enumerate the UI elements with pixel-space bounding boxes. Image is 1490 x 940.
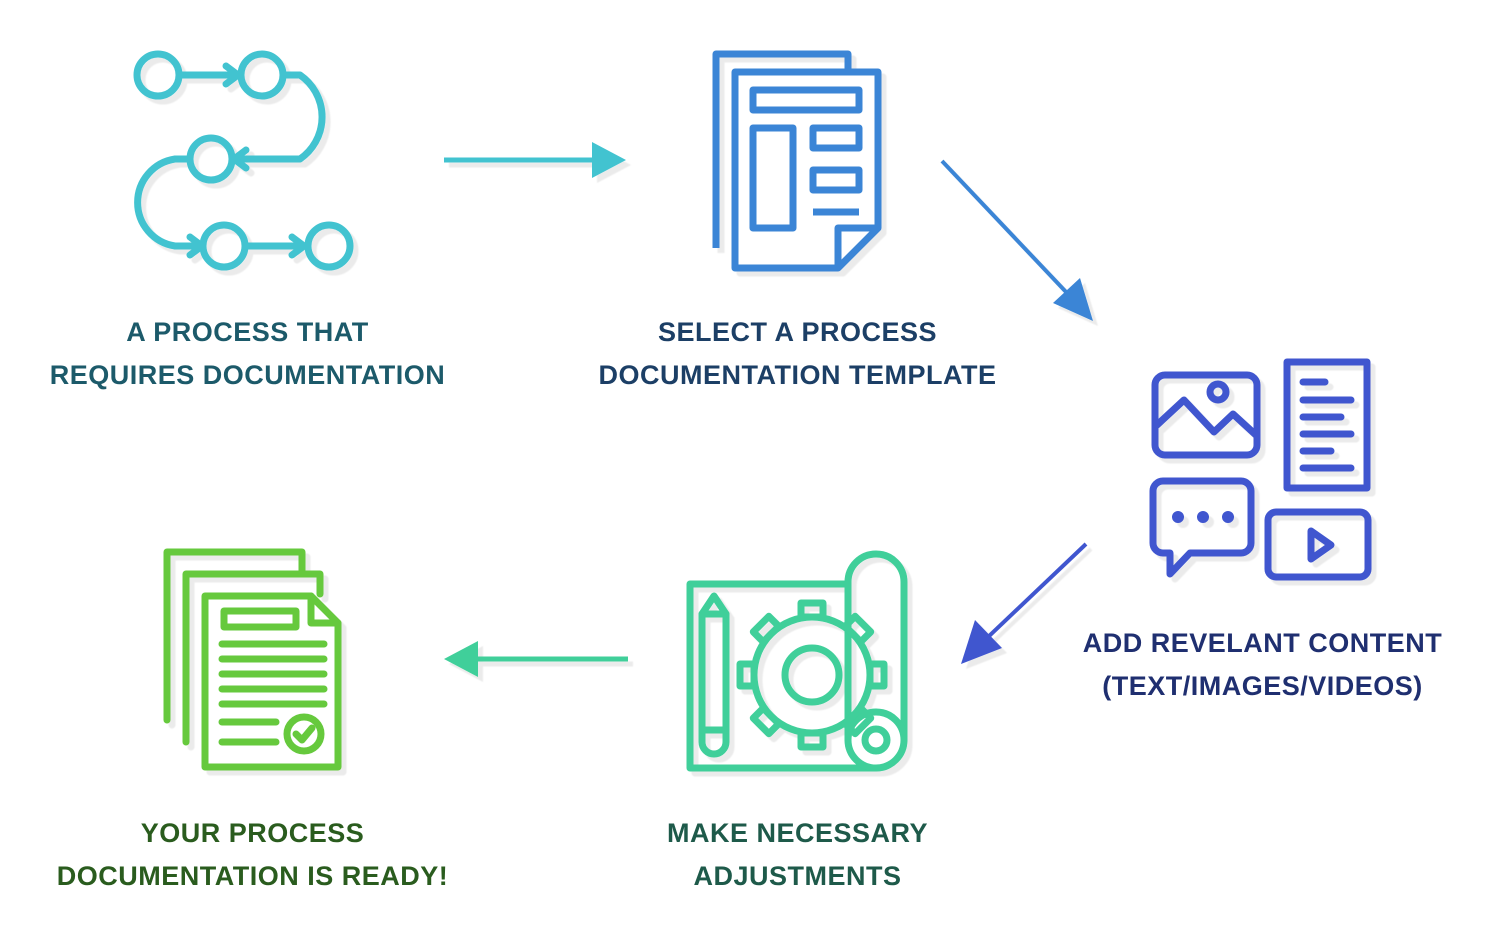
arrow-step1-to-step2 — [444, 142, 626, 178]
blueprint-gear-icon — [686, 550, 908, 772]
step-1-line-1: A PROCESS THAT — [126, 317, 369, 347]
step-4-line-2: ADJUSTMENTS — [693, 861, 902, 891]
step-2-label: SELECT A PROCESS DOCUMENTATION TEMPLATE — [575, 311, 1020, 397]
step-4-label: MAKE NECESSARY ADJUSTMENTS — [620, 812, 975, 898]
arrow-step4-to-step5 — [444, 641, 628, 677]
step-3-line-1: ADD REVELANT CONTENT — [1082, 628, 1443, 658]
step-4-line-1: MAKE NECESSARY — [666, 818, 929, 848]
step-5-line-2: DOCUMENTATION IS READY! — [56, 861, 449, 891]
content-media-icon — [1149, 358, 1372, 581]
step-5-line-1: YOUR PROCESS — [140, 818, 365, 848]
template-document-icon — [712, 50, 882, 272]
step-5-label: YOUR PROCESS DOCUMENTATION IS READY! — [35, 812, 470, 898]
arrow-step2-to-step3 — [940, 159, 1093, 321]
step-1-line-2: REQUIRES DOCUMENTATION — [49, 360, 446, 390]
step-2-line-1: SELECT A PROCESS — [657, 317, 938, 347]
step-1-label: A PROCESS THAT REQUIRES DOCUMENTATION — [30, 311, 465, 397]
process-flow-icon — [133, 50, 354, 271]
step-2-line-2: DOCUMENTATION TEMPLATE — [598, 360, 997, 390]
approved-document-icon — [163, 548, 342, 771]
step-3-label: ADD REVELANT CONTENT (TEXT/IMAGES/VIDEOS… — [1060, 622, 1465, 708]
arrow-step3-to-step4 — [961, 542, 1088, 664]
step-3-line-2: (TEXT/IMAGES/VIDEOS) — [1102, 671, 1423, 701]
